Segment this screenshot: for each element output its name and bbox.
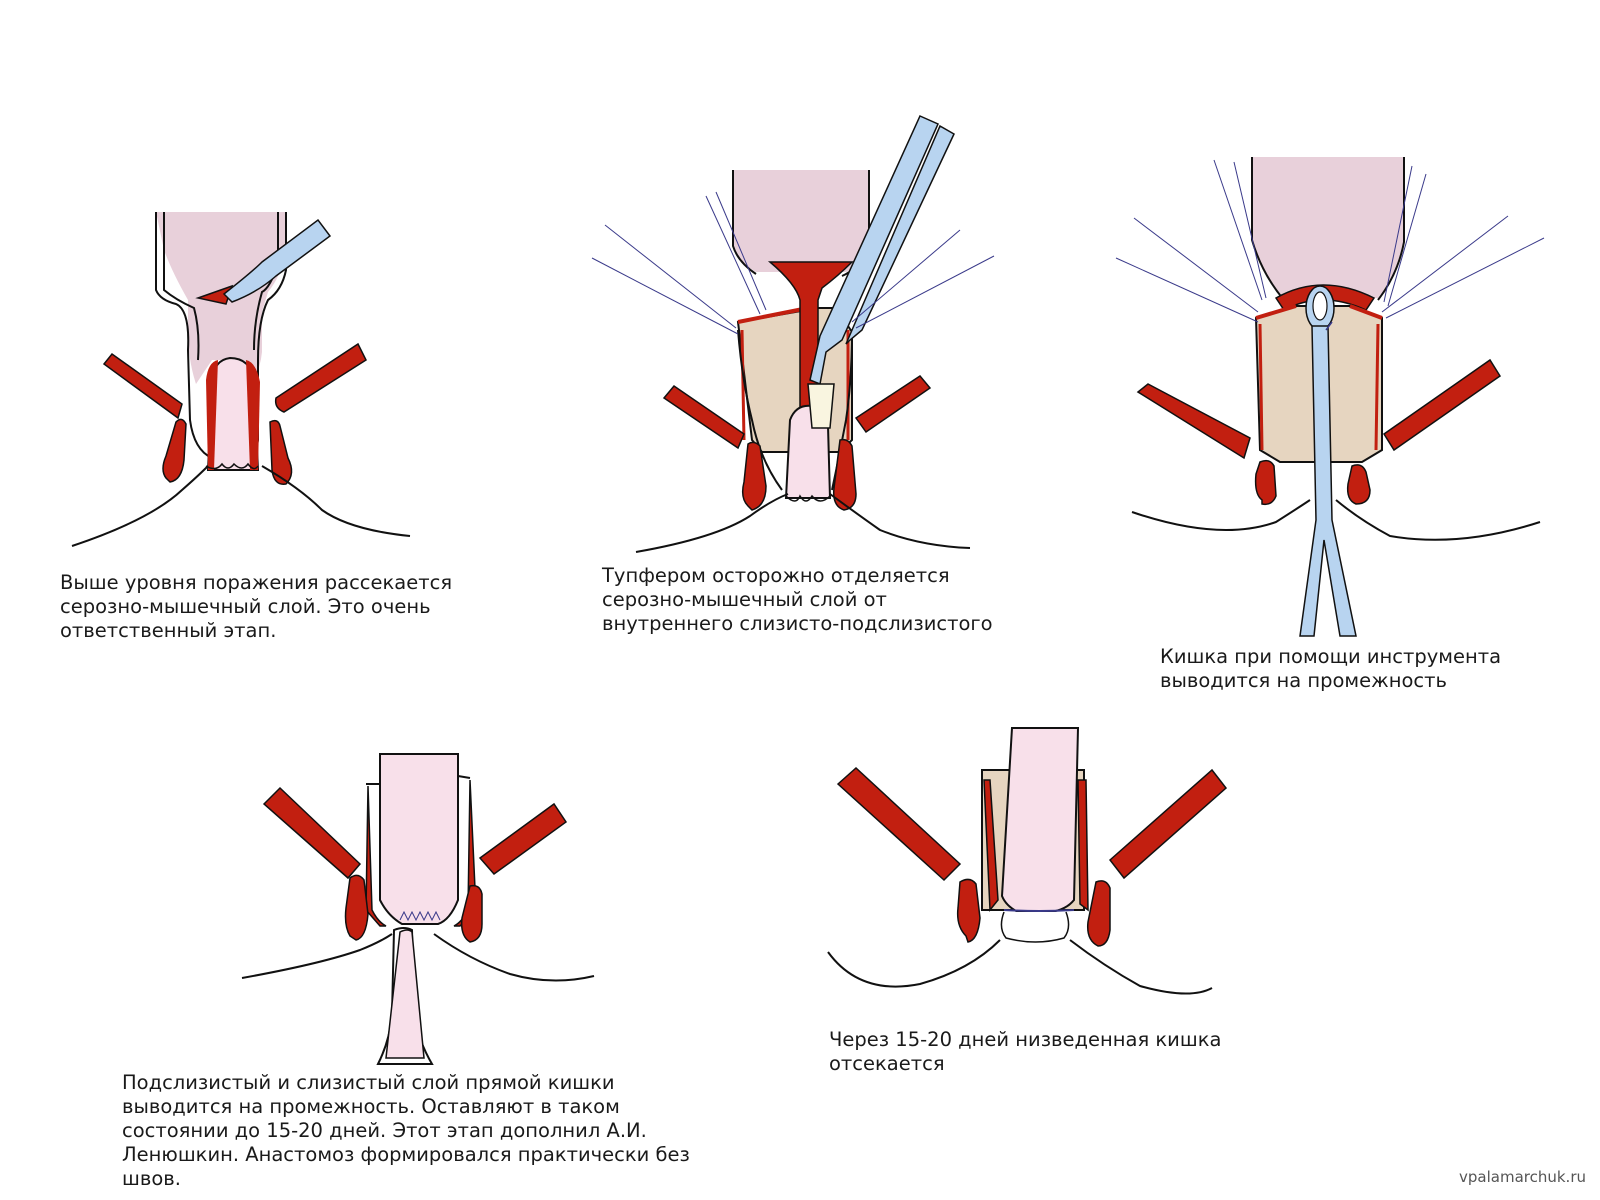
caption-line: Подслизистый и слизистый слой прямой киш…: [122, 1071, 615, 1094]
caption-line: внутреннего слизисто-подслизистого: [602, 612, 993, 635]
caption-line: Кишка при помощи инструмента: [1160, 645, 1502, 668]
caption-line: серозно-мышечный слой. Это очень: [60, 595, 431, 618]
step-2-caption: Тупфером осторожно отделяется серозно-мы…: [602, 564, 993, 636]
step-4-caption: Подслизистый и слизистый слой прямой киш…: [122, 1071, 690, 1191]
step-1-caption: Выше уровня поражения рассекается серозн…: [60, 571, 452, 643]
step-1-illustration: [71, 212, 411, 547]
caption-line: Выше уровня поражения рассекается: [60, 571, 453, 594]
caption-line: отсекается: [829, 1052, 945, 1075]
step-3-illustration: [1115, 157, 1545, 637]
step-3-caption: Кишка при помощи инструмента выводится н…: [1160, 645, 1501, 693]
caption-line: серозно-мышечный слой от: [602, 588, 887, 611]
step-5-illustration: [827, 727, 1228, 995]
site-watermark: vpalamarchuk.ru: [1459, 1168, 1586, 1186]
caption-line: Ленюшкин. Анастомоз формировался практич…: [122, 1143, 690, 1166]
step-4-illustration: [241, 753, 595, 1065]
step-2-illustration: [591, 115, 995, 553]
caption-line: Тупфером осторожно отделяется: [602, 564, 950, 587]
step-5-caption: Через 15-20 дней низведенная кишка отсек…: [829, 1028, 1221, 1076]
caption-line: выводится на промежность. Оставляют в та…: [122, 1095, 620, 1118]
caption-line: выводится на промежность: [1160, 669, 1447, 692]
caption-line: состоянии до 15-20 дней. Этот этап допол…: [122, 1119, 647, 1142]
caption-line: ответственный этап.: [60, 619, 277, 642]
caption-line: швов.: [122, 1167, 181, 1190]
caption-line: Через 15-20 дней низведенная кишка: [829, 1028, 1222, 1051]
